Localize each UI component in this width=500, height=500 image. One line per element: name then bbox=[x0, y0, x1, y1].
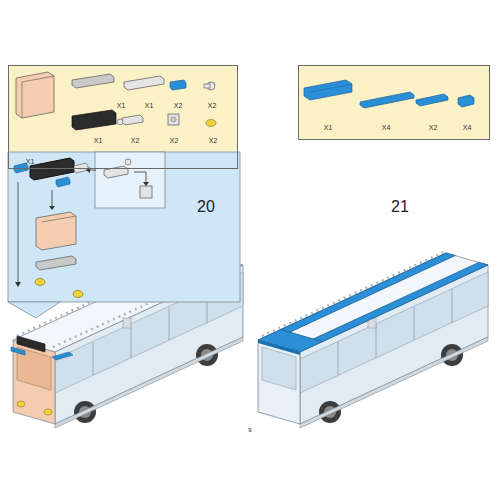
quantity-label: X4 bbox=[463, 124, 472, 132]
quantity-label: X2 bbox=[170, 137, 179, 145]
step-number: 20 bbox=[197, 198, 215, 216]
quantity-label: X2 bbox=[174, 102, 183, 110]
quantity-label: X1 bbox=[145, 102, 154, 110]
quantity-label: X2 bbox=[429, 124, 438, 132]
quantity-label: X1 bbox=[117, 102, 126, 110]
quantity-label: X1 bbox=[26, 158, 35, 166]
quantity-label: X1 bbox=[324, 124, 333, 132]
quantity-label: X1 bbox=[94, 137, 103, 145]
quantity-label: X2 bbox=[209, 137, 218, 145]
step-number: 21 bbox=[391, 198, 409, 216]
quantity-label: X4 bbox=[382, 124, 391, 132]
quantity-label: X2 bbox=[208, 102, 217, 110]
page-number: 9 bbox=[248, 427, 251, 433]
parts-box: X1 X4 X2 X4 bbox=[298, 65, 490, 140]
quantity-label: X2 bbox=[131, 137, 140, 145]
parts-box: X1X1X1X2X2X1X2X2X2 bbox=[8, 65, 238, 169]
